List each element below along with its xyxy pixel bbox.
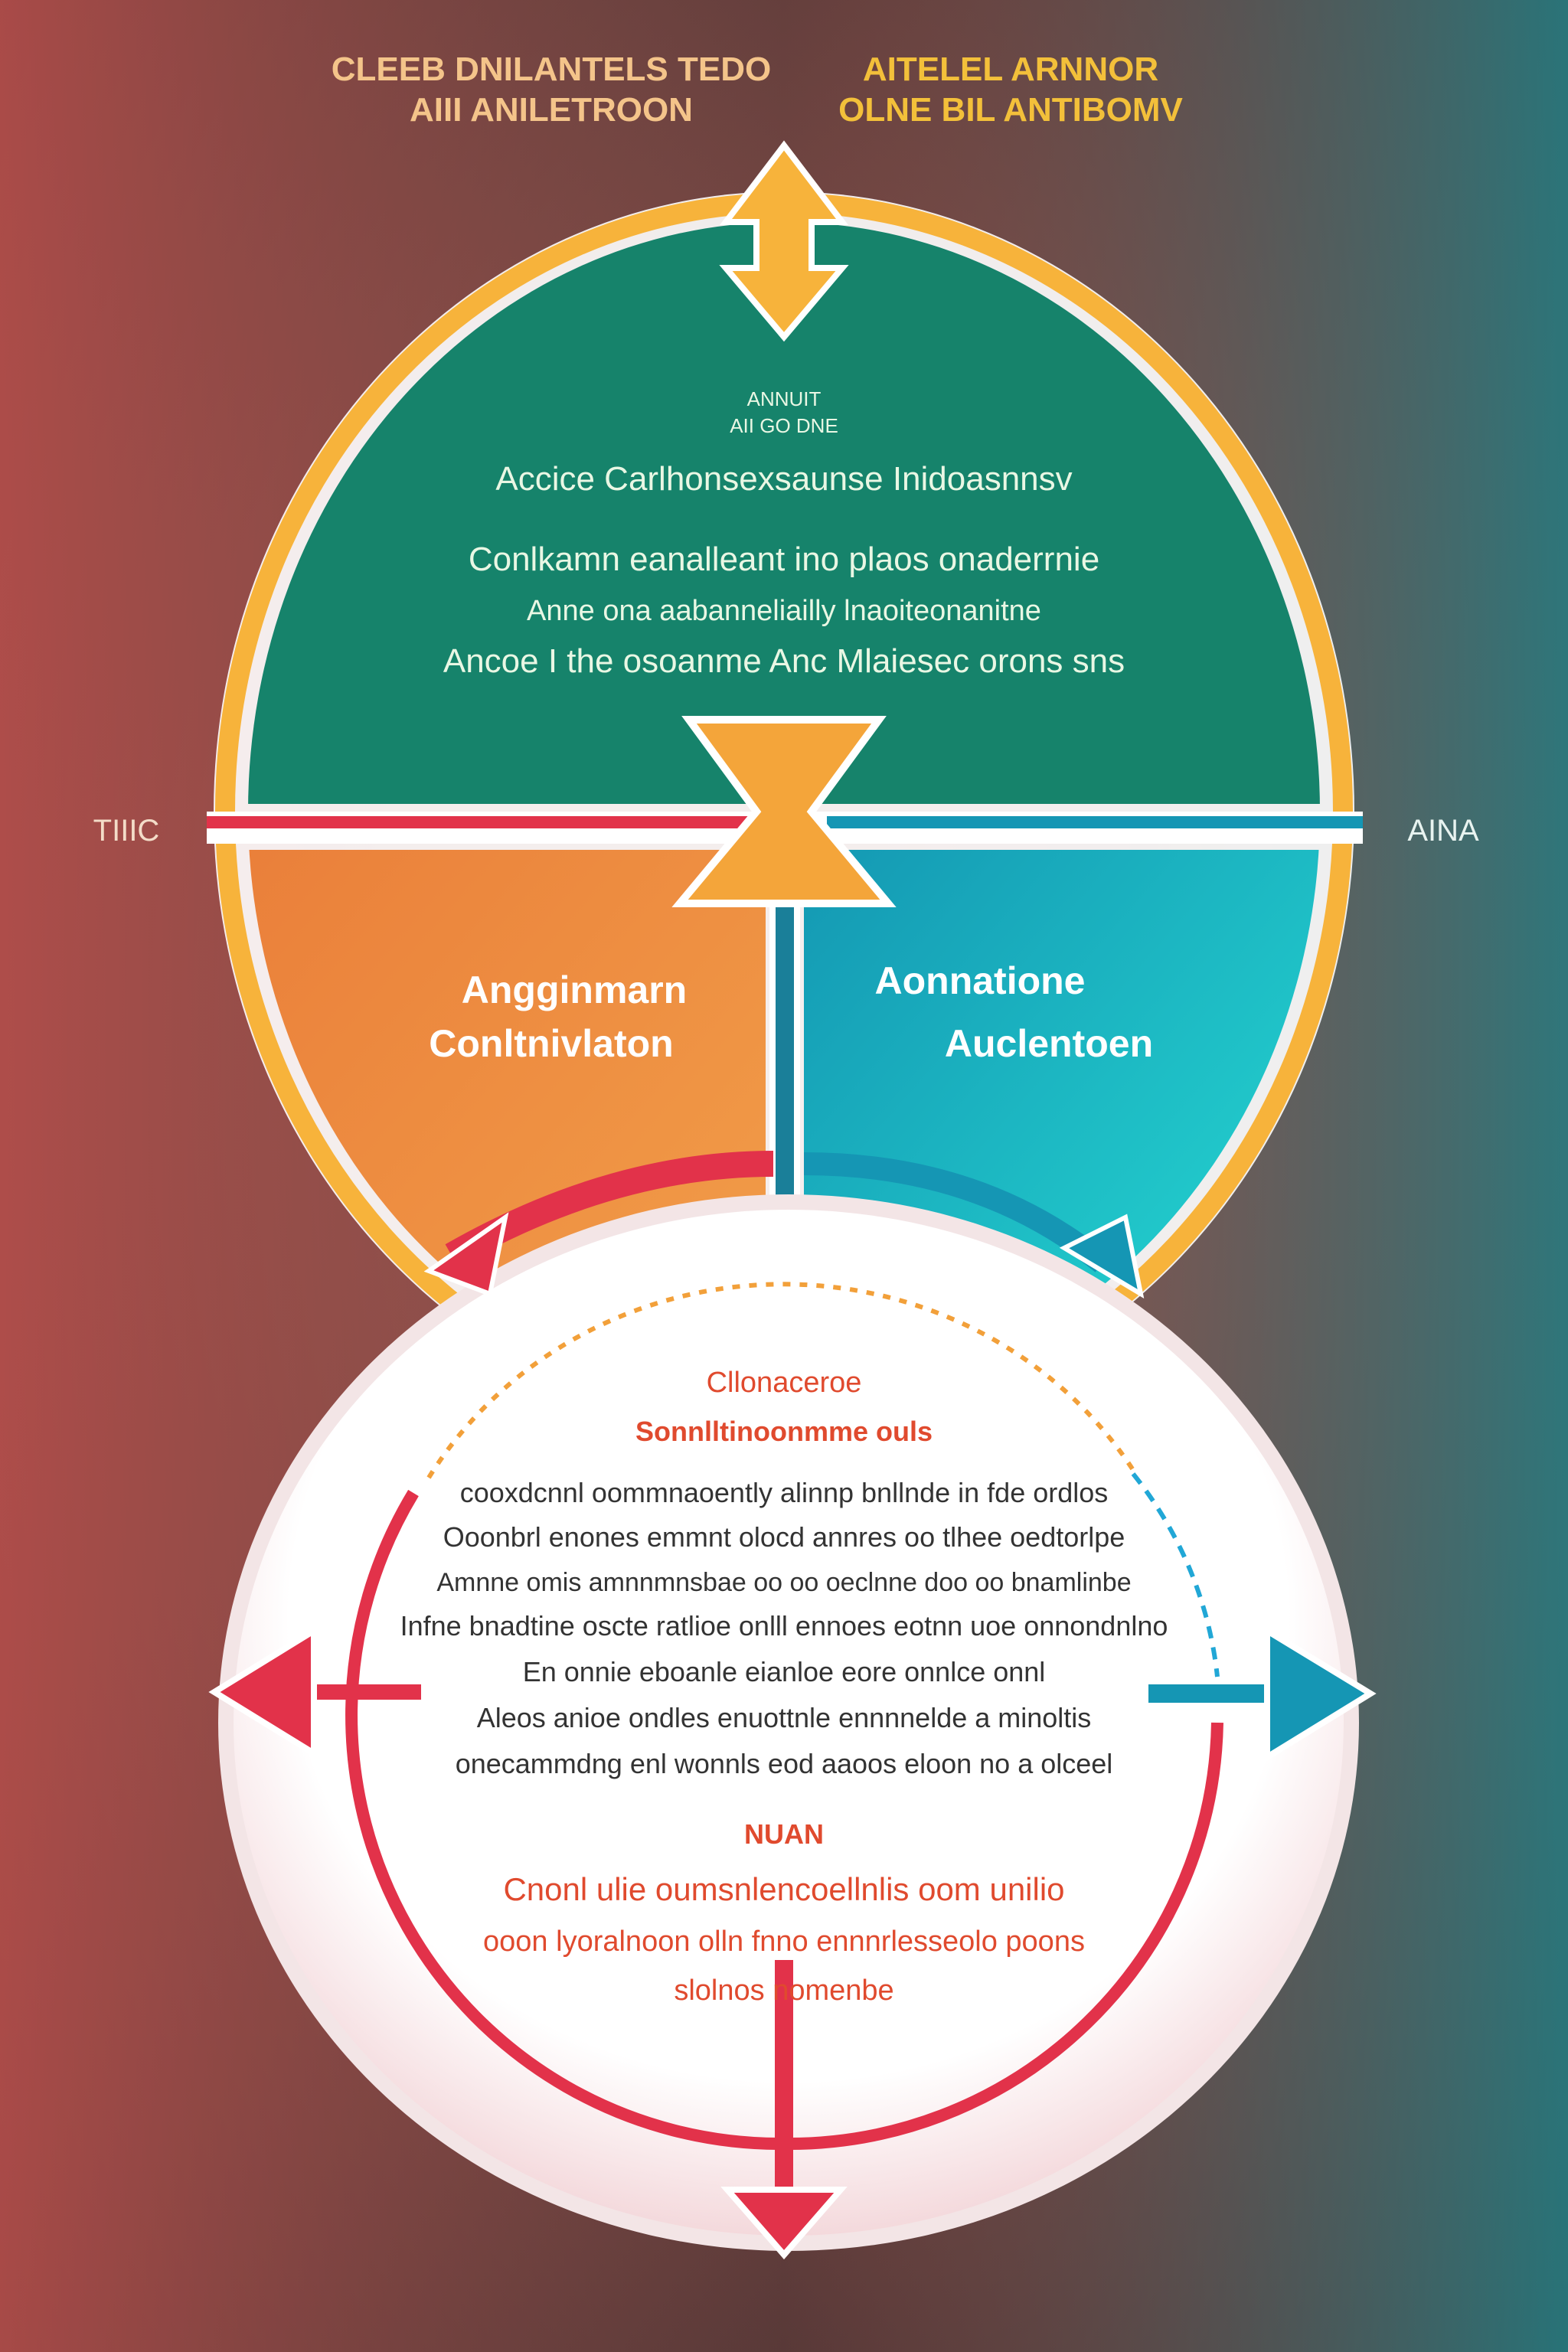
- right-quadrant-line: Aonnatione: [875, 959, 1086, 1002]
- small-line: AII GO DNE: [730, 414, 838, 437]
- body-line: Amnne omis amnnmnsbae oo oo oeclnne doo …: [436, 1568, 1131, 1597]
- body-line: Conlkamn eanalleant ino plaos onaderrnie: [469, 541, 1099, 578]
- body-line: cooxdcnnl oommnaoently alinnp bnllnde in…: [460, 1477, 1109, 1508]
- section-line: Cnonl ulie oumsnlencoellnlis oom unilio: [503, 1871, 1064, 1907]
- arrow-down-right-icon: [1059, 1214, 1145, 1299]
- section-title: NUAN: [744, 1818, 824, 1850]
- header-left-line: CLEEB DNILANTELS TEDO: [332, 51, 771, 88]
- side-label-right: AINA: [1407, 814, 1479, 848]
- headline: Accice Carlhonsexsaunse Inidoasnnsv: [495, 460, 1072, 498]
- red-inner-ring: [345, 1489, 1223, 2151]
- bottom-circle-text: Cllonaceroe Sonnlltinoonmme ouls cooxdcn…: [400, 1367, 1168, 2007]
- body-line: Ancoe I the osoanme Anc Mlaiesec orons s…: [443, 642, 1125, 680]
- side-label-left: TIIIC: [93, 814, 160, 848]
- header: CLEEB DNILANTELS TEDO AIII ANILETROON AI…: [332, 51, 1184, 129]
- top-section-text: ANNUIT AII GO DNE Accice Carlhonsexsauns…: [443, 387, 1125, 680]
- bottom-arrow-icon: [720, 2187, 848, 2260]
- right-blue-bar: [827, 816, 1363, 828]
- blue-connector-arc: [803, 1152, 1110, 1272]
- small-line: ANNUIT: [747, 387, 822, 410]
- body-line: En onnie eboanle eianloe eore onnlce onn…: [523, 1656, 1046, 1687]
- header-right-line: OLNE BIL ANTIBOMV: [838, 91, 1183, 129]
- header-left-line: AIII ANILETROON: [410, 91, 693, 129]
- body-line: onecammdng enl wonnls eod aaoos eloon no…: [456, 1748, 1113, 1779]
- bottom-circle: [218, 1151, 1359, 2251]
- quadrant-labels: Angginmarn Conltnivlaton Aonnatione Aucl…: [429, 959, 1153, 1065]
- header-right-line: AITELEL ARNNOR: [863, 51, 1158, 88]
- body-line: Infne bnadtine oscte ratlioe onlll ennoe…: [400, 1610, 1168, 1642]
- section-line: ooon lyoralnoon olln fnno ennnrlesseolo …: [483, 1926, 1085, 1958]
- top-double-arrow-icon: [719, 140, 849, 342]
- arrow-down-left-icon: [423, 1212, 509, 1298]
- left-quadrant-line: Conltnivlaton: [429, 1022, 673, 1065]
- bottom-subtitle: Sonnlltinoonmme ouls: [635, 1416, 933, 1447]
- body-line: Anne ona aabanneliailly lnaoiteonanitne: [527, 595, 1041, 627]
- body-line: Aleos anioe ondles enuottnle ennnnelde a…: [477, 1702, 1092, 1733]
- hourglass-icon: [671, 716, 897, 907]
- left-red-bar: [207, 816, 758, 828]
- left-quadrant-line: Angginmarn: [462, 969, 687, 1011]
- left-arrow-icon: [208, 1625, 421, 1759]
- blue-dashed-arc: [1131, 1472, 1220, 1677]
- body-line: Ooonbrl enones emmnt olocd annres oo tlh…: [443, 1521, 1125, 1553]
- bottom-title: Cllonaceroe: [707, 1367, 862, 1399]
- right-quadrant-line: Auclentoen: [945, 1022, 1153, 1065]
- section-line: slolnos nomenbe: [674, 1975, 893, 2007]
- right-arrow-icon: [1148, 1625, 1377, 1763]
